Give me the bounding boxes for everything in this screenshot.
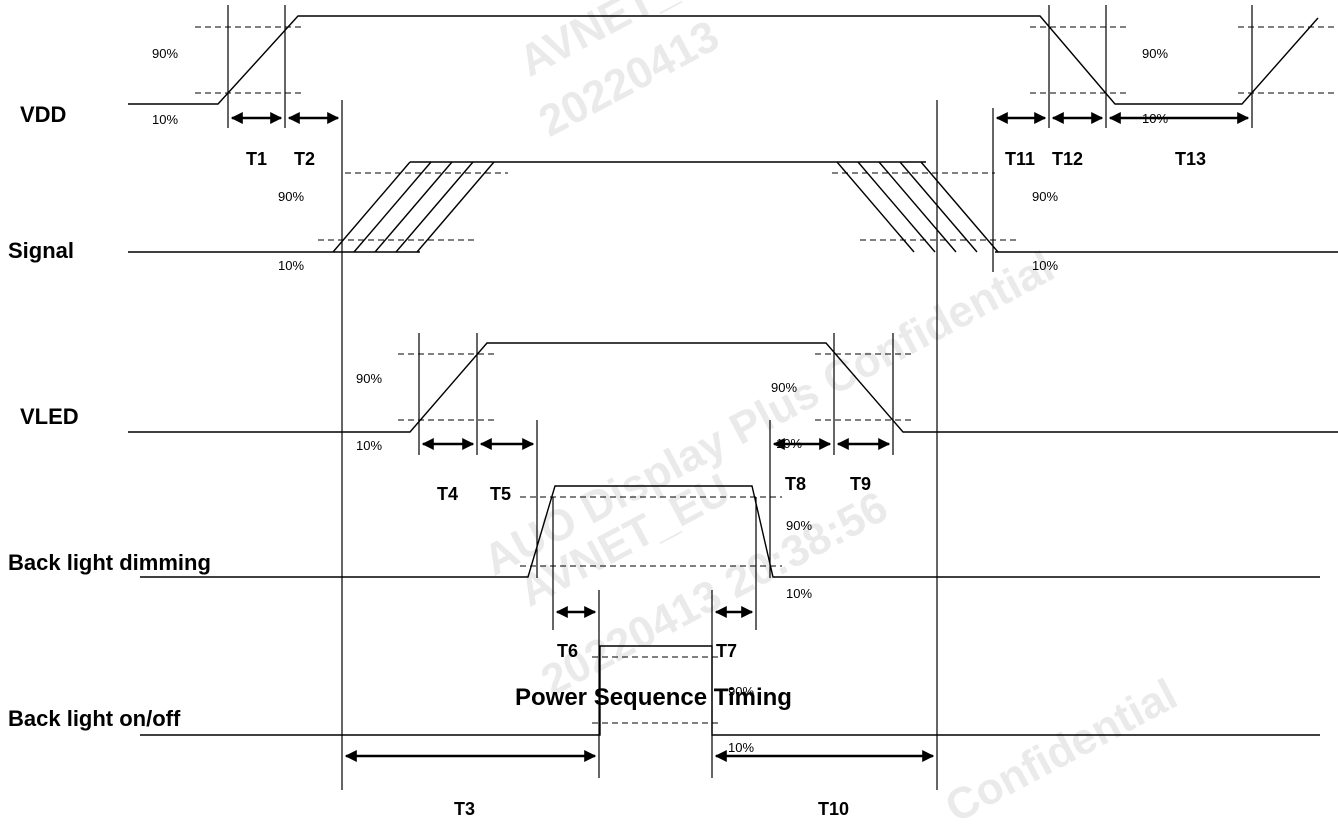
- signal-fall-edge: [836, 161, 915, 253]
- dimming-10-label: 10%: [786, 586, 812, 601]
- vdd-90-label-right: 90%: [1142, 46, 1168, 61]
- vdd-10-label: 10%: [152, 112, 178, 127]
- onoff-90-label: 90%: [728, 684, 754, 699]
- signal-label-dimming: Back light dimming: [8, 550, 211, 575]
- timing-arrows: [230, 112, 1250, 762]
- timing-label-t7: T7: [716, 641, 737, 661]
- signal-90-label-right: 90%: [1032, 189, 1058, 204]
- signal-rise-edge: [332, 161, 411, 253]
- signal-10-label: 10%: [278, 258, 304, 273]
- signal-rise-edge: [374, 161, 453, 253]
- vled-90-label: 90%: [356, 371, 382, 386]
- timing-label-t11: T11: [1005, 149, 1035, 169]
- watermark-confidential-main: AUO Display Plus Confidential: [476, 242, 1062, 585]
- signal-10-label-right: 10%: [1032, 258, 1058, 273]
- signal-fall-edge: [899, 161, 978, 253]
- onoff-10-label: 10%: [728, 740, 754, 755]
- timing-label-t8: T8: [785, 474, 806, 494]
- timing-label-t3: T3: [454, 799, 475, 819]
- diagram-caption: Power Sequence Timing: [515, 684, 792, 711]
- timing-label-t2: T2: [294, 149, 315, 169]
- signal-rise-edge: [416, 161, 495, 253]
- dimming-waveform: [140, 485, 1320, 578]
- timing-label-t5: T5: [490, 484, 511, 504]
- signal-fall-edge: [920, 161, 999, 253]
- signal-label-vdd: VDD: [20, 102, 66, 127]
- vled-90-label-right: 90%: [771, 380, 797, 395]
- signal-rising-edges: [332, 161, 495, 253]
- timing-label-t6: T6: [557, 641, 578, 661]
- signal-falling-edges: [836, 161, 999, 253]
- timing-label-t9: T9: [850, 474, 871, 494]
- onoff-waveform: [140, 645, 1320, 736]
- timing-label-t1: T1: [246, 149, 267, 169]
- vled-waveform: [128, 342, 1338, 433]
- vdd-waveform: [128, 15, 1319, 105]
- signal-rise-edge: [395, 161, 474, 253]
- signal-fall-edge: [878, 161, 957, 253]
- timing-label-t13: T13: [1175, 149, 1206, 169]
- signal-rise-edge: [353, 161, 432, 253]
- timing-labels: T1 T2 T11 T12 T13 T4 T5 T8 T9 T6 T7 T3 T…: [246, 149, 1206, 819]
- dimming-90-label: 90%: [786, 518, 812, 533]
- timing-label-t4: T4: [437, 484, 458, 504]
- signal-fall-edge: [857, 161, 936, 253]
- vled-10-label: 10%: [356, 438, 382, 453]
- timing-label-t12: T12: [1052, 149, 1083, 169]
- signal-90-label: 90%: [278, 189, 304, 204]
- signal-label-onoff: Back light on/off: [8, 706, 181, 731]
- vdd-90-label: 90%: [152, 46, 178, 61]
- timing-label-t10: T10: [818, 799, 849, 819]
- signal-label-signal: Signal: [8, 238, 74, 263]
- signal-label-vled: VLED: [20, 404, 79, 429]
- watermark-confidential-bottom: Confidential: [938, 670, 1185, 825]
